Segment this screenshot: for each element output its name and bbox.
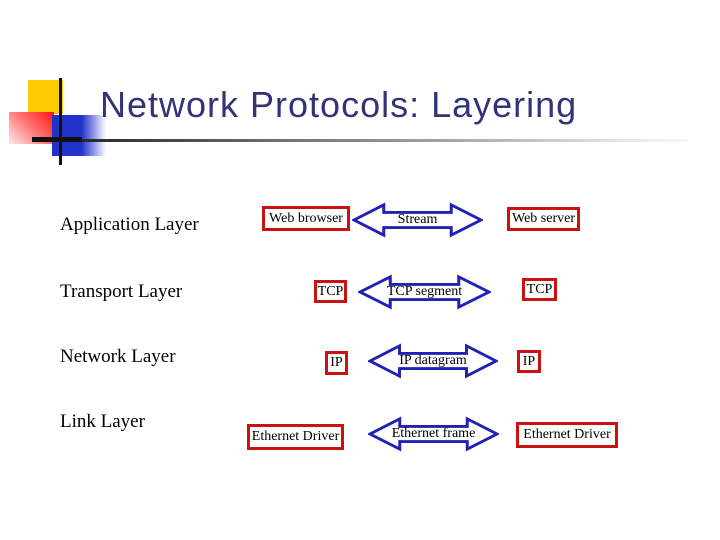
ip-datagram-arrow-label: IP datagram — [399, 353, 467, 368]
tcp-left-box: TCP — [314, 280, 347, 303]
stream-arrow-label: Stream — [397, 212, 438, 227]
web-server-box: Web server — [507, 207, 580, 231]
double-arrow-icon — [358, 274, 491, 310]
tcp-segment-arrow-label: TCP segment — [386, 284, 463, 299]
tcp-segment-arrow: TCP segment — [358, 274, 491, 310]
title-divider-rule — [33, 139, 688, 142]
layer-label-link: Link Layer — [60, 411, 145, 432]
logo-yellow-square — [28, 80, 63, 114]
ip-left-box: IP — [325, 351, 348, 375]
stream-arrow: Stream — [352, 202, 483, 238]
ethernet-frame-arrow: Ethernet frame — [368, 416, 499, 452]
double-arrow-icon — [368, 416, 499, 452]
logo-vertical-line — [59, 78, 62, 165]
web-browser-box: Web browser — [262, 206, 350, 231]
ip-right-box: IP — [517, 350, 541, 373]
double-arrow-icon — [352, 202, 483, 238]
double-arrow-icon — [368, 343, 498, 379]
ethernet-driver-left-box: Ethernet Driver — [247, 424, 344, 450]
layer-label-network: Network Layer — [60, 346, 176, 367]
tcp-right-box: TCP — [522, 278, 557, 301]
logo-horizontal-line — [32, 137, 82, 142]
page-title: Network Protocols: Layering — [100, 84, 578, 125]
layer-label-transport: Transport Layer — [60, 281, 183, 302]
ethernet-frame-arrow-label: Ethernet frame — [391, 426, 476, 441]
ethernet-driver-right-box: Ethernet Driver — [516, 422, 618, 448]
ip-datagram-arrow: IP datagram — [368, 343, 498, 379]
layer-label-application: Application Layer — [60, 214, 199, 235]
